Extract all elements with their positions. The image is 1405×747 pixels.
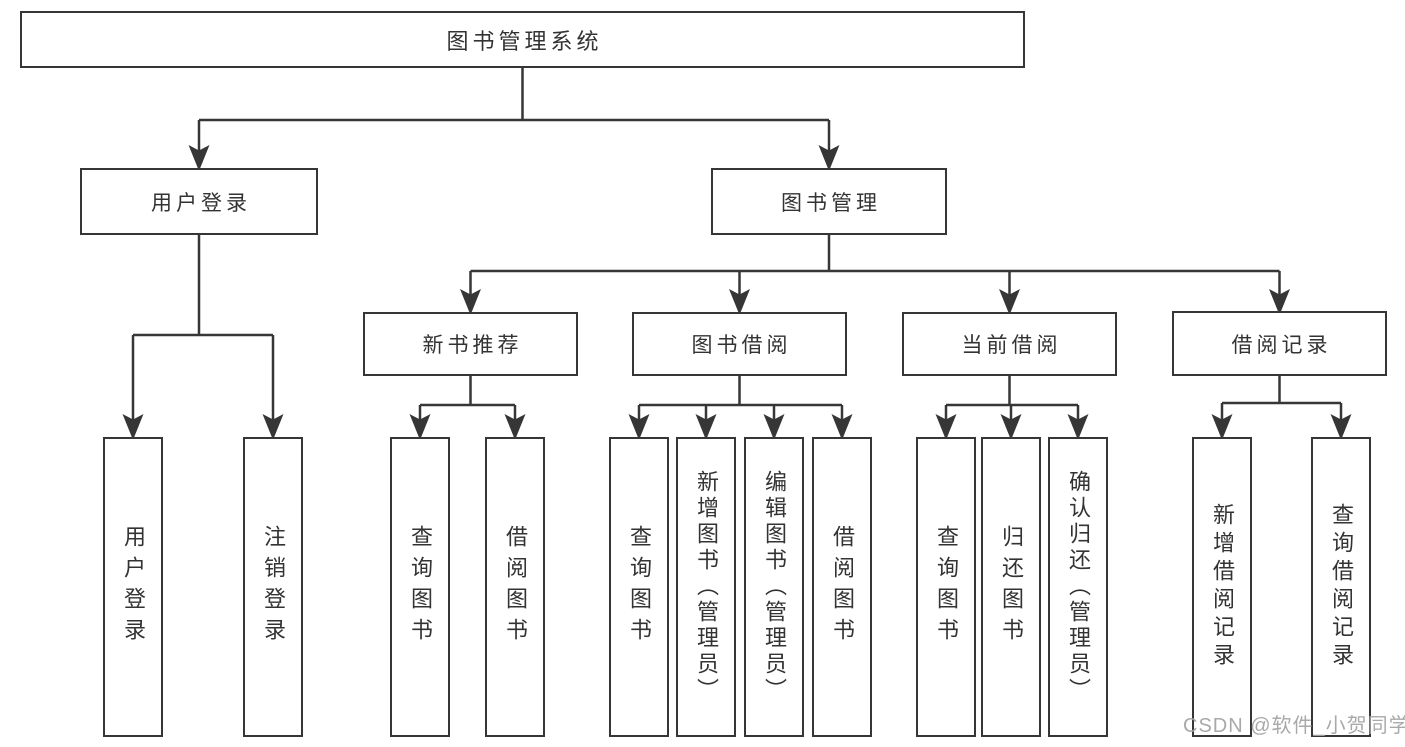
leaf-br-add-record-label: 新增借阅记录: [1210, 503, 1235, 671]
node-book-borrow: 图书借阅: [632, 312, 847, 376]
node-new-book-rec: 新书推荐: [363, 312, 578, 376]
node-new-book-rec-label: 新书推荐: [422, 334, 523, 357]
leaf-bb-edit-books-admin: 编辑图书（管理员）: [744, 437, 804, 737]
leaf-bb-add-books-admin: 新增图书（管理员）: [676, 437, 736, 737]
leaf-cb-return-books-label: 归还图书: [999, 525, 1024, 649]
node-user-login-label: 用户登录: [151, 191, 251, 215]
edge-user-login-to-leaves: [122, 235, 284, 440]
leaf-bb-query-books-label: 查询图书: [627, 525, 652, 649]
leaf-bb-borrow-books-label: 借阅图书: [830, 525, 855, 649]
leaf-cb-confirm-return-admin-label: 确认归还（管理员）: [1066, 470, 1091, 704]
edge-borrow-record-to-leaves: [1211, 375, 1352, 440]
leaf-br-add-record: 新增借阅记录: [1192, 437, 1252, 737]
node-book-mgmt: 图书管理: [711, 168, 947, 235]
leaf-user-login: 用户登录: [103, 437, 163, 737]
leaf-cb-query-books-label: 查询图书: [934, 525, 959, 649]
node-borrow-record-label: 借阅记录: [1231, 333, 1332, 357]
csdn-watermark: CSDN @软件_小贺同学: [1183, 715, 1405, 737]
leaf-user-login-label: 用户登录: [121, 525, 146, 649]
node-current-borrow: 当前借阅: [902, 312, 1117, 376]
leaf-nr-borrow-books: 借阅图书: [485, 437, 545, 737]
leaf-bb-edit-books-admin-label: 编辑图书（管理员）: [762, 470, 787, 704]
leaf-cb-confirm-return-admin: 确认归还（管理员）: [1048, 437, 1108, 737]
leaf-nr-borrow-books-label: 借阅图书: [503, 525, 528, 649]
leaf-bb-borrow-books: 借阅图书: [812, 437, 872, 737]
node-book-mgmt-label: 图书管理: [781, 191, 881, 215]
leaf-nr-query-books-label: 查询图书: [408, 525, 433, 649]
leaf-cb-return-books: 归还图书: [981, 437, 1041, 737]
leaf-nr-query-books: 查询图书: [390, 437, 450, 737]
leaf-br-query-record: 查询借阅记录: [1311, 437, 1371, 737]
leaf-bb-add-books-admin-label: 新增图书（管理员）: [694, 470, 719, 704]
node-book-borrow-label: 图书借阅: [691, 334, 792, 357]
edge-book-mgmt-to-level3: [460, 235, 1290, 315]
leaf-logout-label: 注销登录: [261, 525, 286, 649]
node-user-login: 用户登录: [80, 168, 318, 235]
leaf-logout: 注销登录: [243, 437, 303, 737]
node-borrow-record: 借阅记录: [1172, 311, 1387, 376]
edge-current-borrow-to-leaves: [935, 376, 1089, 440]
node-current-borrow-label: 当前借阅: [961, 334, 1062, 357]
edge-new-rec-to-leaves: [409, 376, 526, 440]
node-root-label: 图书管理系统: [446, 28, 603, 54]
edge-book-borrow-to-leaves: [628, 376, 853, 440]
leaf-br-query-record-label: 查询借阅记录: [1329, 503, 1354, 671]
edge-root-to-level2: [188, 68, 840, 171]
leaf-cb-query-books: 查询图书: [916, 437, 976, 737]
leaf-bb-query-books: 查询图书: [609, 437, 669, 737]
node-root: 图书管理系统: [20, 11, 1025, 68]
